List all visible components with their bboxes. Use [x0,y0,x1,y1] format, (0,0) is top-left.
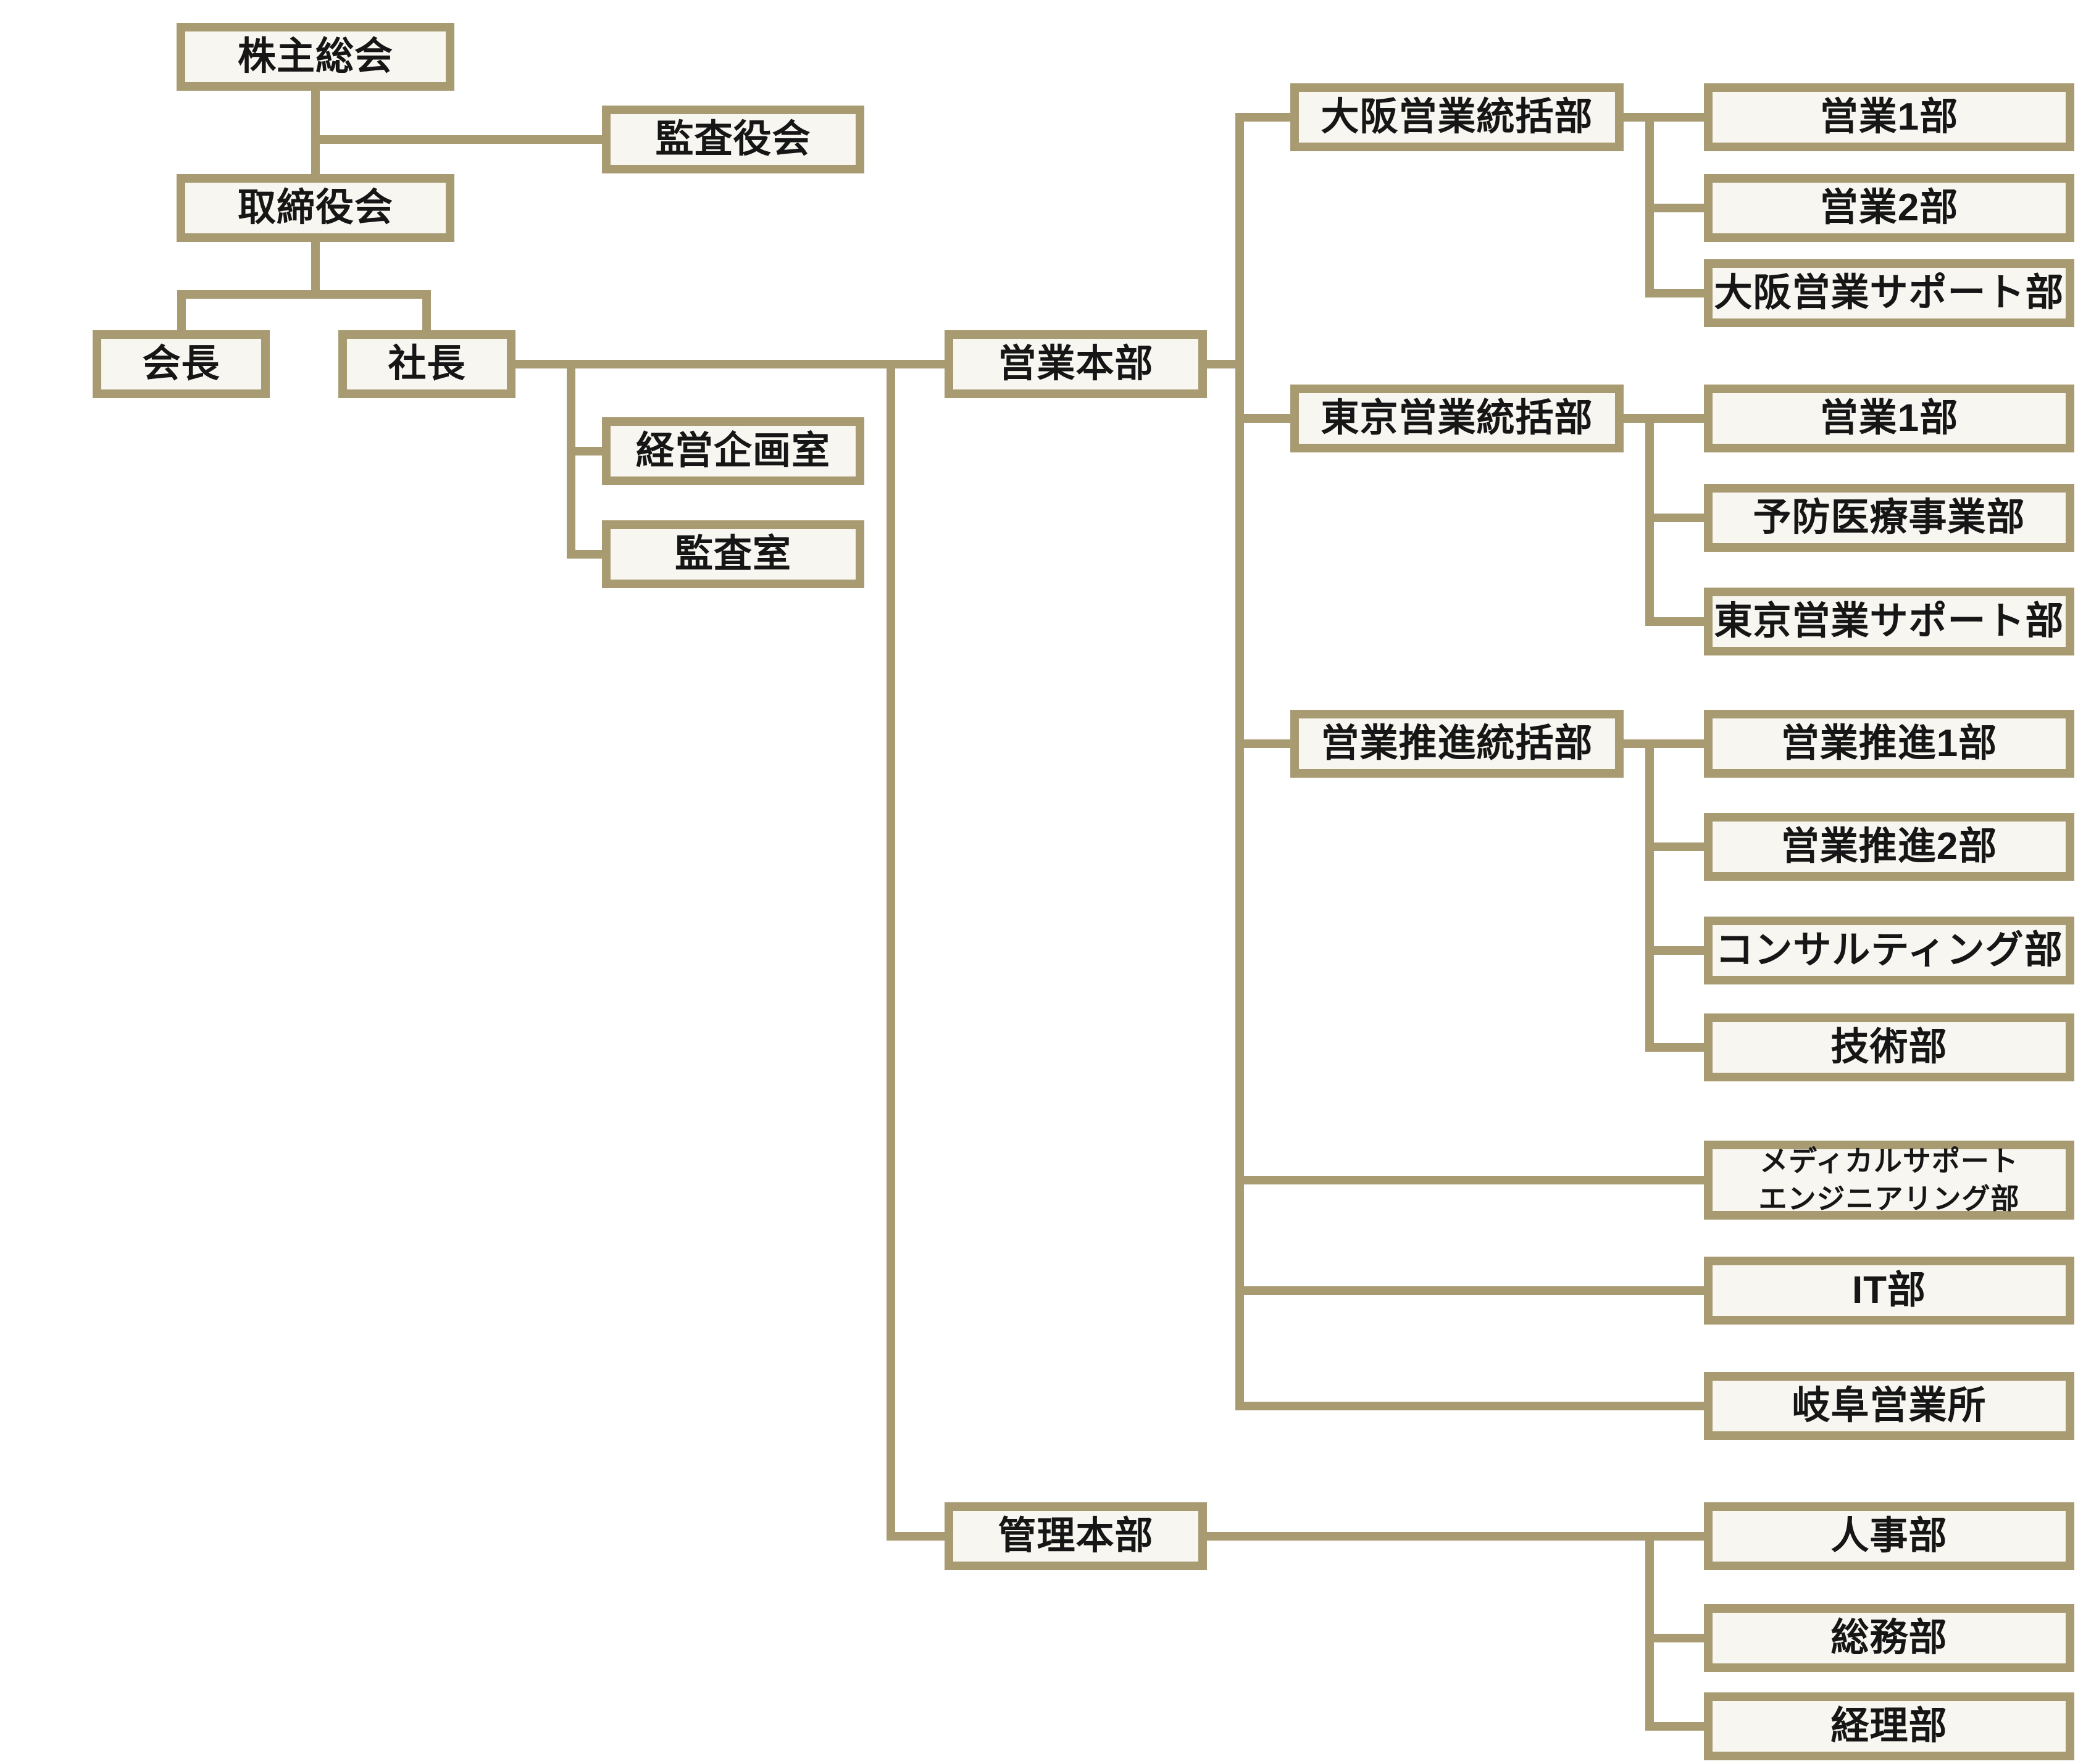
org-node-accounting-dept: 経理部 [1704,1692,2074,1760]
org-node-audit-office: 監査室 [602,520,864,588]
connector-line [1235,739,1290,748]
connector-line [1207,1532,1704,1541]
org-node-sales-promotion-dept-2: 営業推進2部 [1704,813,2074,881]
connector-line [1645,289,1704,297]
org-node-it-dept: IT部 [1704,1257,2074,1325]
org-node-corporate-planning-office: 経営企画室 [602,417,864,485]
org-node-tokyo-sales-support-dept: 東京営業サポート部 [1704,588,2074,655]
connector-line [1645,842,1704,851]
connector-line [567,447,602,456]
connector-line [422,290,431,330]
connector-line [311,242,320,290]
connector-line [1624,113,1704,122]
org-node-technology-dept: 技術部 [1704,1013,2074,1081]
org-node-sales-promotion-supervision-dept: 営業推進統括部 [1290,710,1624,778]
connector-line [1235,414,1290,423]
connector-line [311,91,320,174]
connector-line [1645,514,1704,522]
org-node-chairman: 会長 [93,330,270,398]
connector-line [177,290,186,330]
connector-line [1645,946,1704,955]
org-node-osaka-sales-supervision-dept: 大阪営業統括部 [1290,83,1624,151]
connector-line [1624,739,1704,748]
org-node-medical-support-engineering-dept: メディカルサポート エンジニアリング部 [1704,1141,2074,1220]
org-node-gifu-sales-office: 岐阜営業所 [1704,1372,2074,1440]
connector-line [1645,739,1654,1052]
connector-line [1235,113,1290,122]
connector-line [515,360,945,368]
connector-line [1645,1532,1654,1731]
connector-line [887,360,895,1541]
connector-line [311,135,602,144]
connector-line [887,1532,953,1541]
org-node-tokyo-sales-supervision-dept: 東京営業統括部 [1290,385,1624,452]
connector-line [1645,617,1704,626]
org-node-president: 社長 [338,330,515,398]
org-node-tokyo-sales-dept-1: 営業1部 [1704,385,2074,452]
org-node-osaka-sales-dept-2: 営業2部 [1704,174,2074,242]
connector-line [567,360,575,559]
org-node-osaka-sales-dept-1: 営業1部 [1704,83,2074,151]
connector-line [1207,360,1244,368]
connector-line [1645,1634,1704,1642]
connector-line [177,290,431,299]
org-node-preventive-medical-business-dept: 予防医療事業部 [1704,484,2074,552]
connector-line [1645,204,1704,212]
org-node-human-resources-dept: 人事部 [1704,1502,2074,1570]
org-node-admin-headquarters: 管理本部 [945,1502,1207,1570]
org-node-board-of-directors: 取締役会 [177,174,454,242]
connector-line [1235,113,1244,1410]
connector-line [1235,1176,1704,1184]
connector-line [1624,414,1704,423]
org-node-shareholders-meeting: 株主総会 [177,23,454,91]
connector-line [1645,1043,1704,1052]
org-node-sales-promotion-dept-1: 営業推進1部 [1704,710,2074,778]
connector-line [1235,1286,1704,1295]
org-node-general-affairs-dept: 総務部 [1704,1604,2074,1672]
connector-line [567,550,602,559]
org-node-osaka-sales-support-dept: 大阪営業サポート部 [1704,259,2074,327]
connector-line [1235,1402,1704,1410]
org-node-audit-supervisory-board: 監査役会 [602,106,864,173]
connector-line [1645,1722,1704,1731]
org-node-sales-headquarters: 営業本部 [945,330,1207,398]
org-node-consulting-dept: コンサルティング部 [1704,917,2074,984]
